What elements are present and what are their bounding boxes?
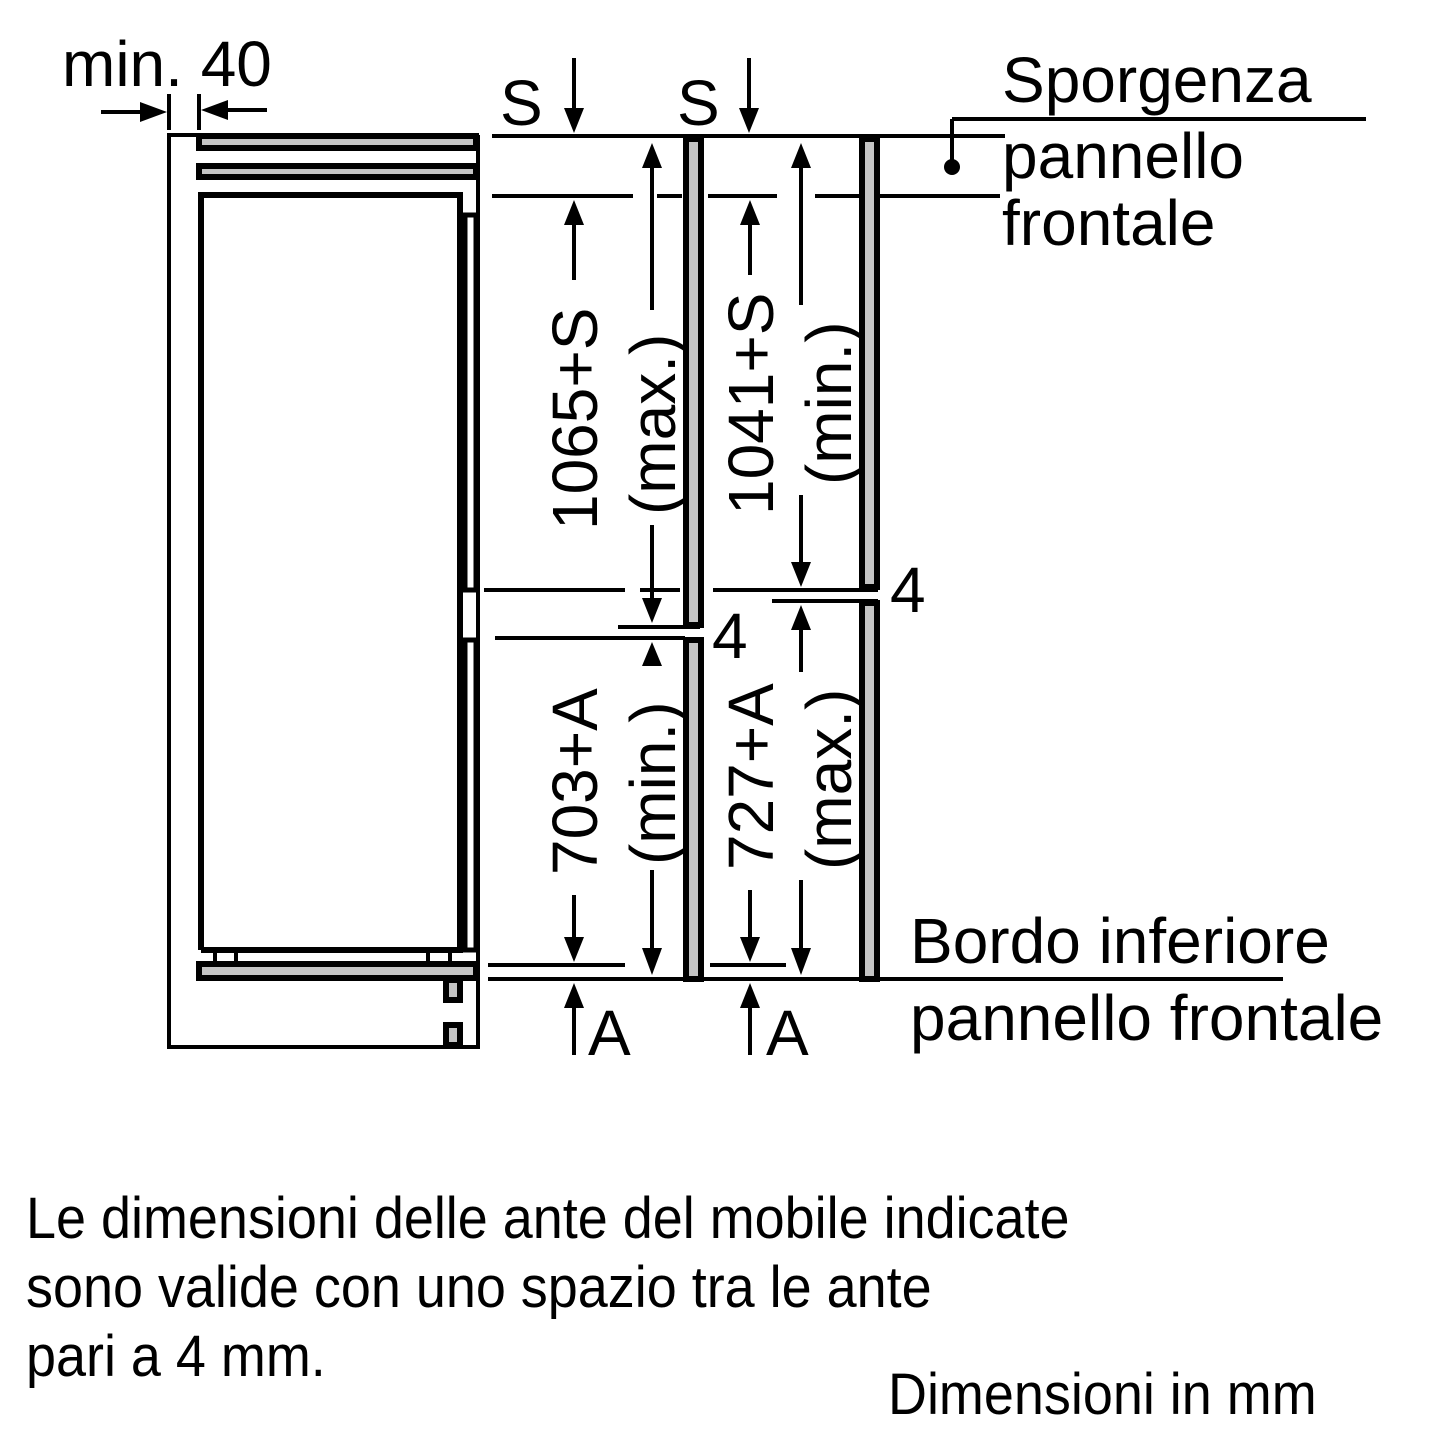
- note-line-3: pari a 4 mm.: [26, 1324, 326, 1389]
- s-dimension-markers: S S: [500, 58, 759, 139]
- upper-door-panel-right: [859, 136, 880, 590]
- dim-703-a: 703+A: [539, 688, 611, 875]
- bordo-label-2: pannello frontale: [910, 982, 1383, 1054]
- arrow-left-icon: [201, 100, 228, 120]
- dim-1041-s: 1041+S: [715, 293, 787, 515]
- bordo-callout: Bordo inferiore pannello frontale: [910, 905, 1383, 1054]
- upper-right-dimension: 1041+S (min.): [715, 143, 865, 672]
- min-gap-dimension: min. 40: [62, 28, 272, 130]
- dim-727-a: 727+A: [715, 683, 787, 870]
- units-label: Dimensioni in mm: [888, 1362, 1317, 1427]
- s-label-left: S: [500, 67, 543, 139]
- gap-label-right: 4: [890, 554, 926, 626]
- note-line-2: sono valide con uno spazio tra le ante: [26, 1255, 932, 1320]
- a-label-left: A: [588, 997, 631, 1069]
- qual-min: (min.): [793, 321, 865, 485]
- door-panels: [683, 136, 880, 982]
- appliance-side-view: [167, 133, 480, 1049]
- bordo-label-1: Bordo inferiore: [910, 905, 1330, 977]
- note-line-1: Le dimensioni delle ante del mobile indi…: [26, 1186, 1070, 1251]
- top-panel-strip: [196, 133, 479, 151]
- s-label-right: S: [677, 67, 720, 139]
- a-label-right: A: [766, 997, 809, 1069]
- lower-door-panel-right: [859, 600, 880, 982]
- dim-1065-s: 1065+S: [539, 308, 611, 530]
- arrow-right-icon: [140, 102, 167, 122]
- base-panel-strip: [196, 961, 479, 981]
- top-panel-strip-2: [196, 163, 479, 180]
- min-gap-label: min. 40: [62, 28, 272, 100]
- sporgenza-label-3: frontale: [1002, 187, 1215, 259]
- qual-max-lower: (max.): [793, 689, 865, 870]
- qual-min-lower: (min.): [617, 701, 689, 865]
- sporgenza-callout: Sporgenza pannello frontale: [944, 44, 1366, 259]
- lower-right-dimension: 727+A (max.) A: [715, 683, 865, 1069]
- lower-door-panel-left: [683, 637, 704, 982]
- sporgenza-label-2: pannello: [1002, 120, 1244, 192]
- callout-dot-icon: [944, 159, 960, 175]
- qual-max: (max.): [617, 334, 689, 515]
- gap-label-left: 4: [712, 600, 748, 672]
- sporgenza-label-1: Sporgenza: [1002, 44, 1312, 116]
- upper-door-panel-left: [683, 136, 704, 628]
- upper-left-dimension: 1065+S (max.): [539, 143, 689, 666]
- lower-left-dimension: 703+A (min.) A: [539, 688, 689, 1069]
